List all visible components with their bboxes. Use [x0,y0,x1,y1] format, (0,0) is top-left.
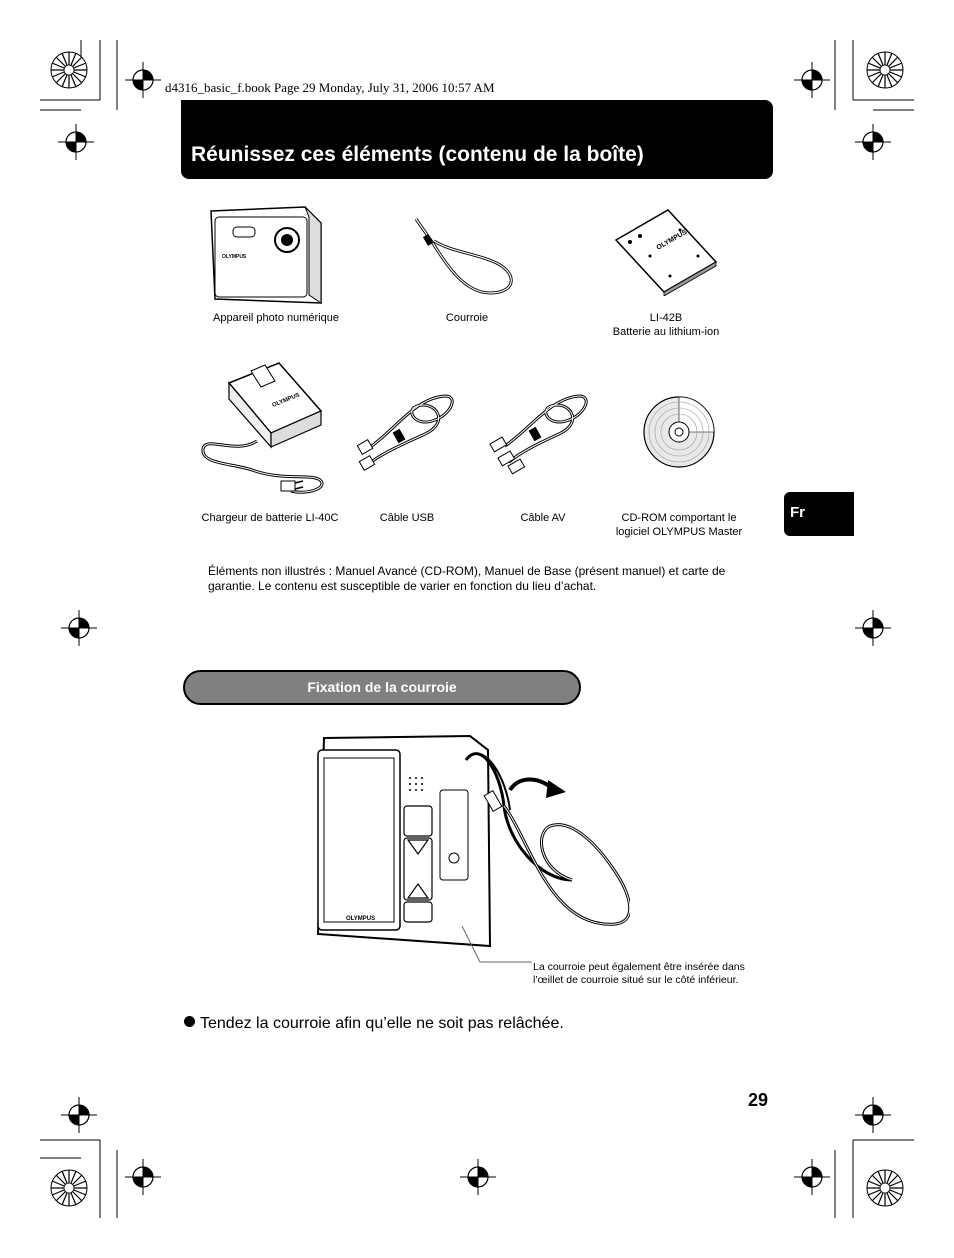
bullet-text: Tendez la courroie afin qu’elle ne soit … [200,1015,564,1032]
caption-cd-rom: CD-ROM comportant le logiciel OLYMPUS Ma… [597,511,761,539]
caption-battery-line1: LI-42B [649,312,683,324]
caption-battery-line2: Batterie au lithium-ion [612,326,720,338]
section-heading-label: Fixation de la courroie [307,679,457,695]
camera-brand: OLYMPUS [222,254,247,260]
caption-battery: LI-42B Batterie au lithium-ion [596,311,736,339]
camera-icon: OLYMPUS [210,206,322,304]
battery-icon: OLYMPUS [614,209,718,296]
charger-icon: OLYMPUS [201,362,324,494]
usb-cable-icon [356,394,454,472]
camera-back-brand: OLYMPUS [346,916,375,922]
page-title: Réunissez ces éléments (contenu de la bo… [191,143,644,166]
strap-note: La courroie peut également être insérée … [533,961,745,986]
page-number: 29 [748,1090,769,1110]
section-heading: Fixation de la courroie [183,670,581,705]
caption-av: Câble AV [520,512,566,524]
title-bar: Réunissez ces éléments (contenu de la bo… [181,100,773,179]
language-tab: Fr [784,492,854,536]
bullet-icon [184,1016,195,1027]
caption-cd-line1: CD-ROM comportant le [621,512,737,524]
cd-rom-icon [643,396,715,468]
strap-icon [414,218,513,295]
caption-usb: Câble USB [379,512,435,524]
language-tab-label: Fr [790,504,805,521]
av-cable-icon [489,394,588,475]
note-text: Éléments non illustrés : Manuel Avancé (… [208,564,726,593]
bullet-instruction: Tendez la courroie afin qu’elle ne soit … [184,1015,564,1033]
caption-strap: Courroie [445,312,489,324]
caption-camera: Appareil photo numérique [213,312,339,324]
book-header: d4316_basic_f.book Page 29 Monday, July … [165,80,495,95]
caption-charger: Chargeur de batterie LI-40C [201,512,339,524]
strap-attachment-illustration: OLYMPUS [316,734,630,963]
caption-cd-line2: logiciel OLYMPUS Master [615,526,743,538]
